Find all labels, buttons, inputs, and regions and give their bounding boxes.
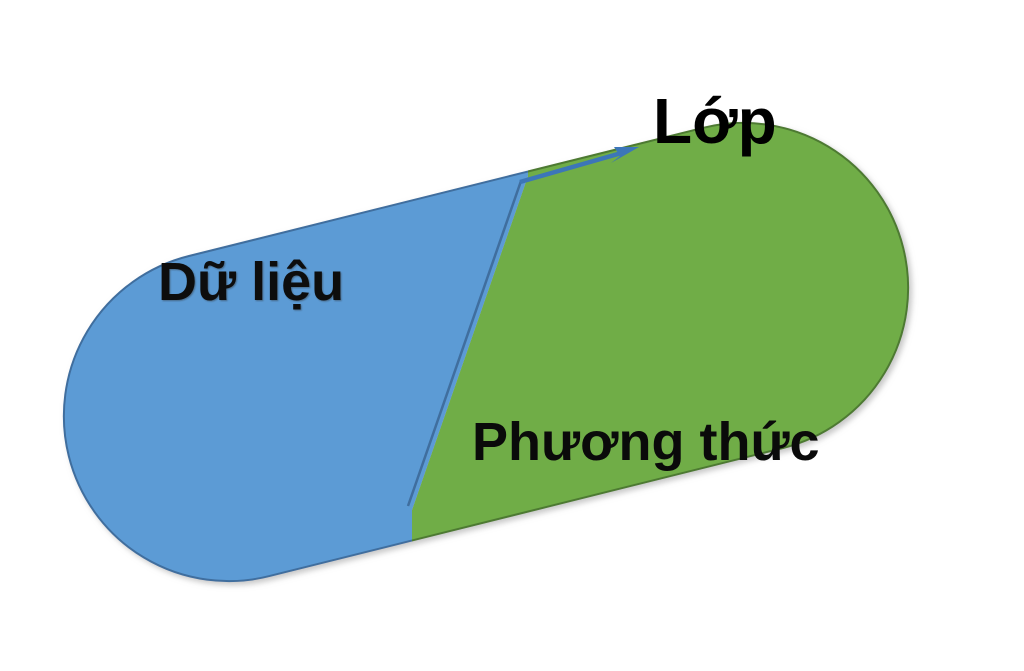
callout-label-lop: Lớp <box>653 85 777 157</box>
data-segment-label: Dữ liệu <box>158 252 344 312</box>
methods-segment-label: Phương thức <box>472 412 820 472</box>
callout-arrow-group <box>519 147 639 185</box>
callout-arrow-line <box>519 149 626 185</box>
capsule-shape-group <box>62 121 910 583</box>
callout-arrow-head-icon <box>611 147 639 163</box>
segment-divider-line <box>406 180 523 507</box>
